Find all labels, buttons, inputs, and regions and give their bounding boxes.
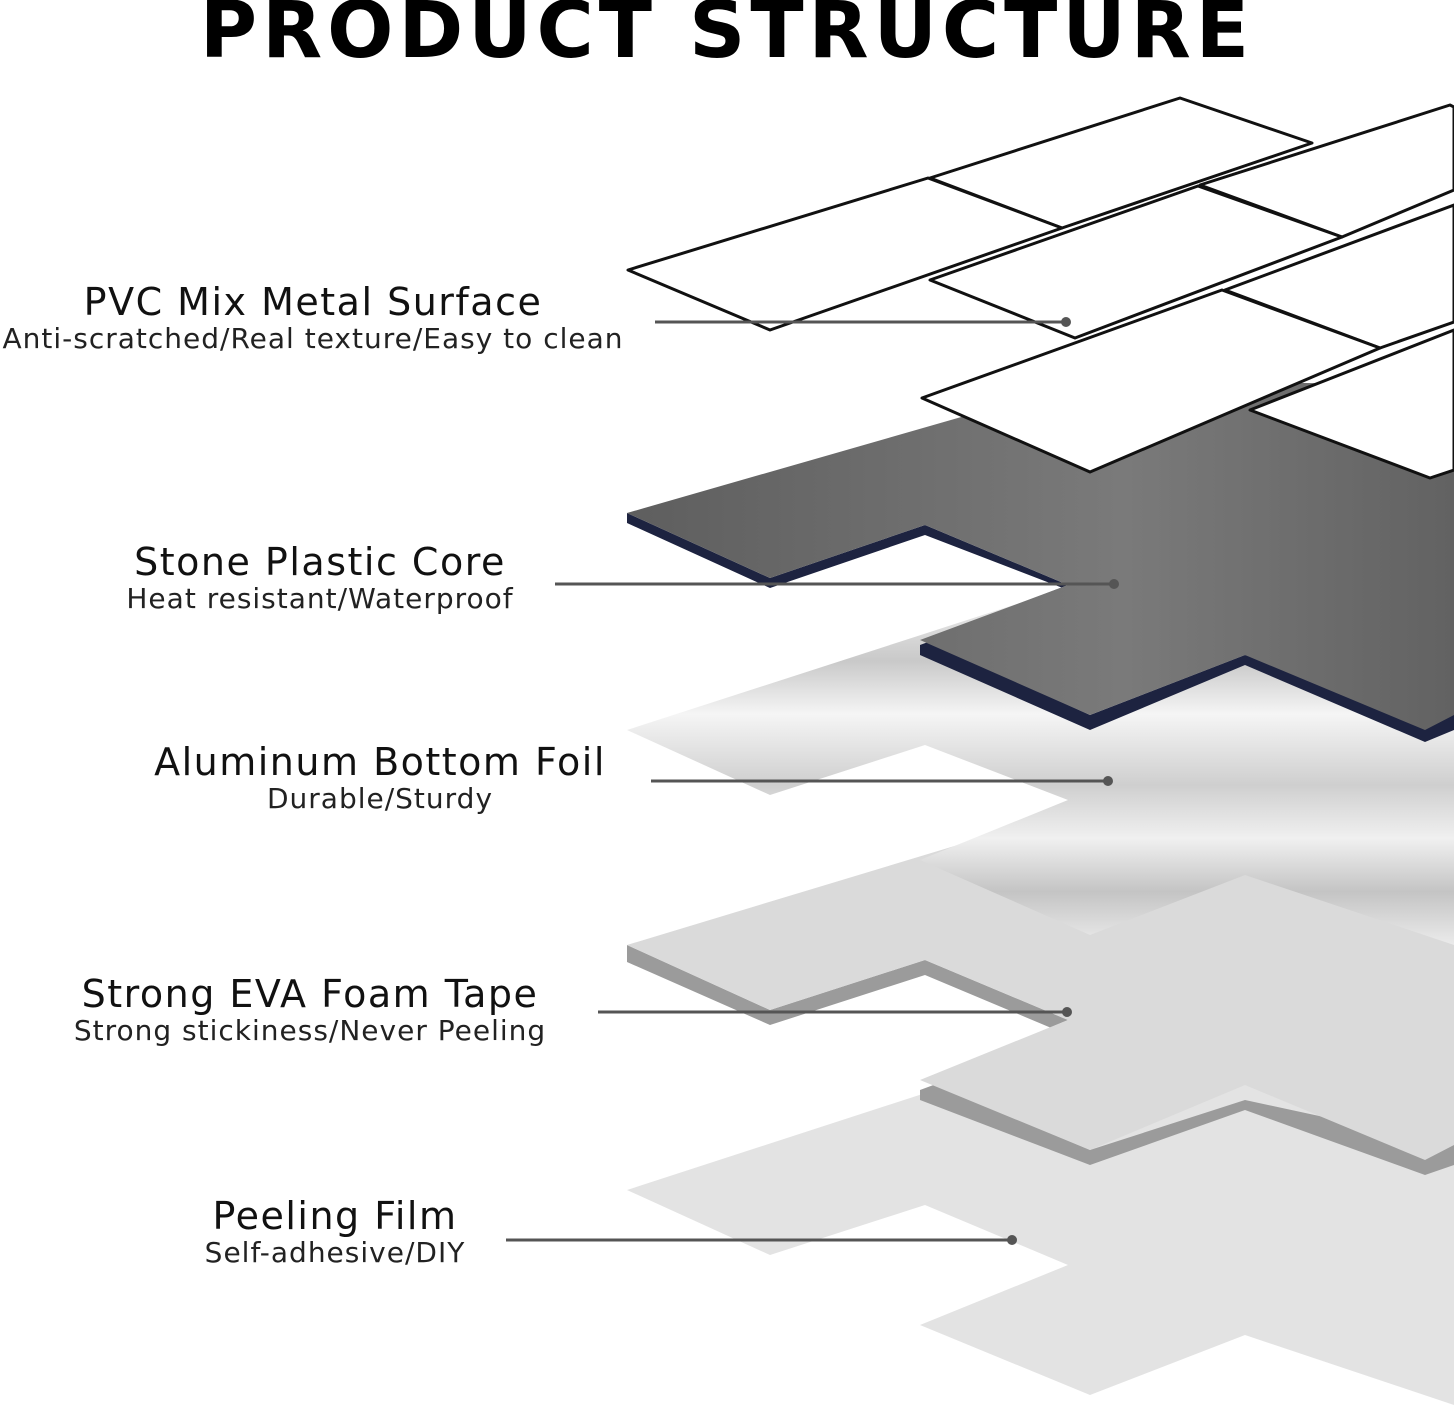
leader-dot-core — [1109, 579, 1119, 589]
stone-core-edge — [627, 513, 1454, 742]
layer-description: Strong stickiness/Never Peeling — [73, 1014, 547, 1047]
label-aluminum-foil: Aluminum Bottom Foil Durable/Sturdy — [140, 741, 620, 815]
stone-core-layer — [627, 380, 1454, 742]
label-pvc-surface: PVC Mix Metal Surface Anti-scratched/Rea… — [0, 281, 626, 355]
layer-name: Stone Plastic Core — [134, 540, 506, 584]
leader-lines — [506, 317, 1119, 1245]
layer-name: Peeling Film — [212, 1194, 458, 1238]
page-title: PRODUCT STRUCTURE — [199, 0, 1255, 76]
peeling-film-shape — [627, 1020, 1454, 1405]
label-stone-core: Stone Plastic Core Heat resistant/Waterp… — [100, 541, 540, 615]
layer-name: Aluminum Bottom Foil — [154, 740, 606, 784]
surface-tile — [928, 184, 1344, 340]
label-eva-foam: Strong EVA Foam Tape Strong stickiness/N… — [55, 973, 565, 1047]
leader-dot-foil — [1103, 776, 1113, 786]
surface-tile — [626, 176, 1064, 332]
eva-foam-edge — [627, 945, 1454, 1175]
leader-dot-foam — [1062, 1007, 1072, 1017]
layer-name: Strong EVA Foam Tape — [81, 972, 539, 1016]
aluminum-foil-shape — [627, 590, 1454, 945]
aluminum-foil-layer — [627, 590, 1454, 945]
surface-tile — [1248, 328, 1454, 480]
peeling-film-layer — [627, 1020, 1454, 1405]
stone-core-shape — [627, 380, 1454, 730]
layer-description: Heat resistant/Waterproof — [126, 582, 514, 615]
layer-description: Durable/Sturdy — [266, 782, 494, 815]
layer-description: Anti-scratched/Real texture/Easy to clea… — [2, 322, 624, 355]
layer-name: PVC Mix Metal Surface — [83, 280, 543, 324]
pvc-surface-layer — [626, 96, 1454, 480]
leader-dot-film — [1007, 1235, 1017, 1245]
eva-foam-shape — [627, 805, 1454, 1160]
layer-description: Self-adhesive/DIY — [204, 1236, 466, 1269]
surface-tile — [920, 288, 1382, 474]
leader-dot-surface — [1061, 317, 1071, 327]
eva-foam-layer — [627, 805, 1454, 1175]
label-peeling-film: Peeling Film Self-adhesive/DIY — [165, 1195, 505, 1269]
